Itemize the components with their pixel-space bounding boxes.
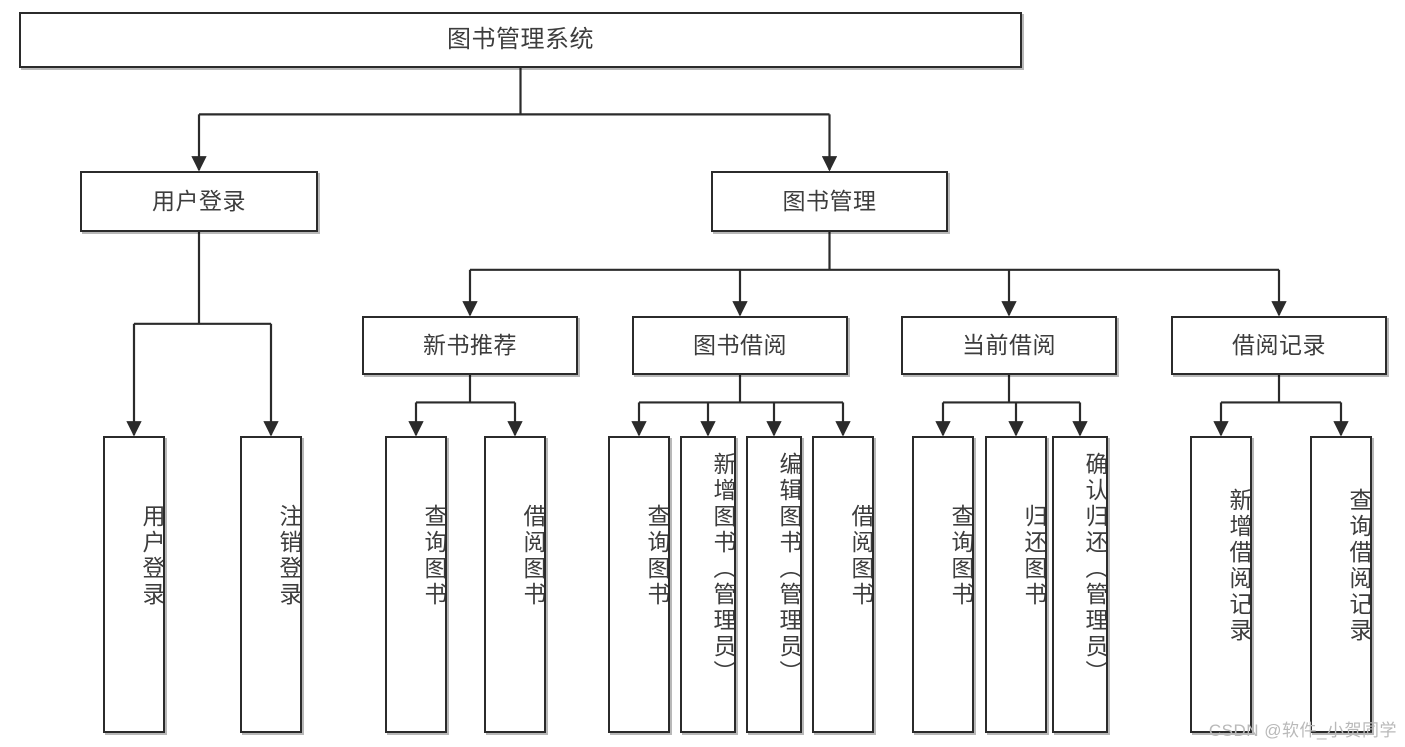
node-label: 新增图书（管理员） bbox=[710, 452, 736, 686]
node-label: 注销登录 bbox=[276, 504, 302, 608]
node-label: 借阅图书 bbox=[520, 504, 546, 608]
node-leaf-user-login[interactable]: 用户登录 bbox=[103, 436, 165, 733]
node-label: 借阅图书 bbox=[848, 504, 874, 608]
node-leaf-add-record[interactable]: 新增借阅记录 bbox=[1190, 436, 1252, 733]
node-root[interactable]: 图书管理系统 bbox=[19, 12, 1022, 68]
node-user-login[interactable]: 用户登录 bbox=[80, 171, 318, 232]
node-leaf-user-logout[interactable]: 注销登录 bbox=[240, 436, 302, 733]
node-label: 查询图书 bbox=[421, 504, 447, 608]
node-label: 编辑图书（管理员） bbox=[776, 452, 802, 686]
node-label: 用户登录 bbox=[152, 187, 246, 214]
node-label: 查询图书 bbox=[948, 504, 974, 608]
node-borrow-record[interactable]: 借阅记录 bbox=[1171, 316, 1387, 375]
node-label: 图书管理 bbox=[782, 187, 877, 214]
node-leaf-query-record[interactable]: 查询借阅记录 bbox=[1310, 436, 1372, 733]
node-leaf-borrow-book-1[interactable]: 借阅图书 bbox=[484, 436, 546, 733]
node-label: 新书推荐 bbox=[423, 331, 517, 358]
node-label: 借阅记录 bbox=[1232, 331, 1326, 358]
node-label: 当前借阅 bbox=[962, 331, 1056, 358]
node-leaf-query-book-2[interactable]: 查询图书 bbox=[608, 436, 670, 733]
node-leaf-return-book[interactable]: 归还图书 bbox=[985, 436, 1047, 733]
node-label: 新增借阅记录 bbox=[1226, 488, 1252, 644]
node-label: 归还图书 bbox=[1021, 504, 1047, 608]
node-book-manage[interactable]: 图书管理 bbox=[711, 171, 948, 232]
node-current-borrow[interactable]: 当前借阅 bbox=[901, 316, 1117, 375]
node-leaf-query-book-3[interactable]: 查询图书 bbox=[912, 436, 974, 733]
node-label: 查询图书 bbox=[644, 504, 670, 608]
node-new-book-rec[interactable]: 新书推荐 bbox=[362, 316, 578, 375]
node-label: 图书借阅 bbox=[693, 331, 787, 358]
node-label: 确认归还（管理员） bbox=[1082, 452, 1108, 686]
node-label: 图书管理系统 bbox=[447, 25, 594, 53]
node-book-borrow[interactable]: 图书借阅 bbox=[632, 316, 848, 375]
node-leaf-confirm-return[interactable]: 确认归还（管理员） bbox=[1052, 436, 1108, 733]
node-leaf-add-book[interactable]: 新增图书（管理员） bbox=[680, 436, 736, 733]
node-leaf-borrow-book-2[interactable]: 借阅图书 bbox=[812, 436, 874, 733]
node-leaf-query-book-1[interactable]: 查询图书 bbox=[385, 436, 447, 733]
node-leaf-edit-book[interactable]: 编辑图书（管理员） bbox=[746, 436, 802, 733]
watermark-text: CSDN @软件_小贺同学 bbox=[1208, 721, 1397, 740]
node-label: 用户登录 bbox=[139, 504, 165, 608]
node-label: 查询借阅记录 bbox=[1346, 488, 1372, 644]
